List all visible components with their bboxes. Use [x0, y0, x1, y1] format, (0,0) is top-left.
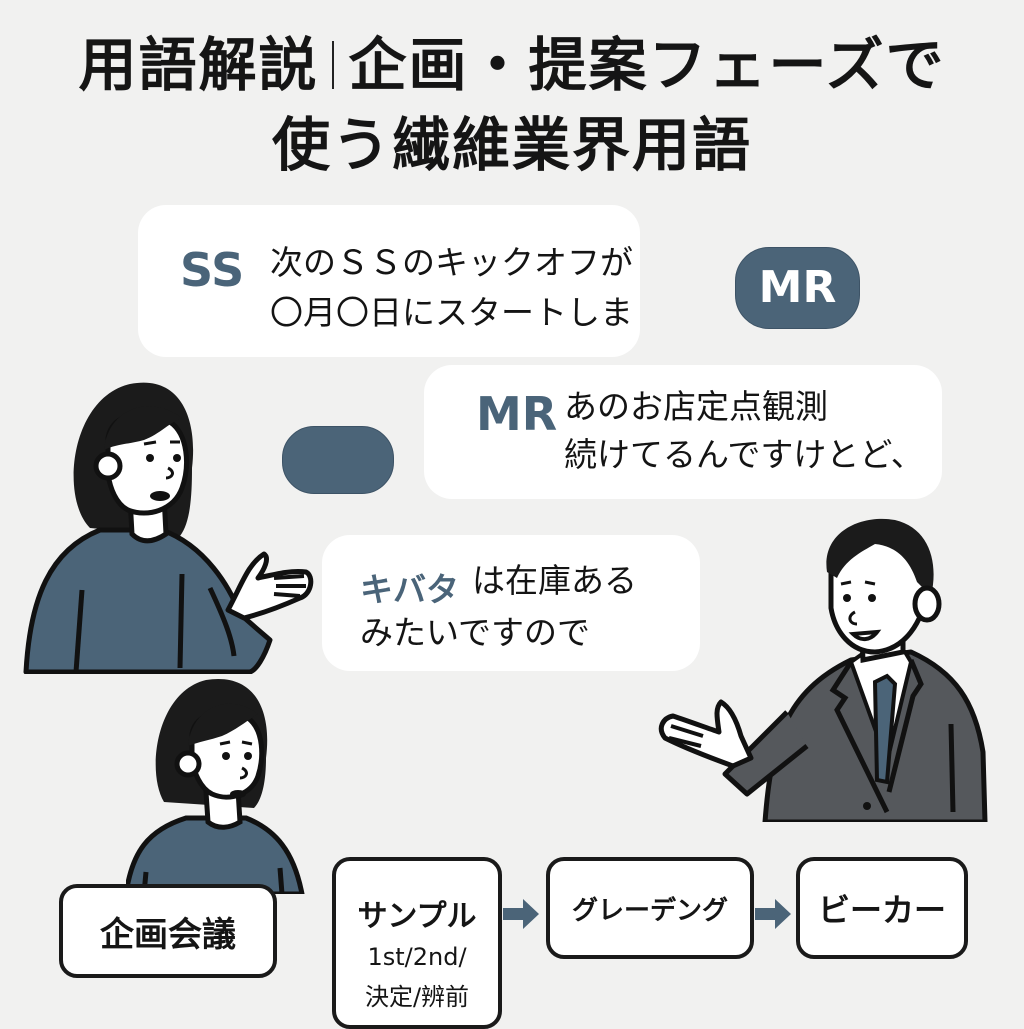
title-separator	[332, 41, 335, 89]
flow-step-label: ビーカー	[817, 891, 946, 929]
mr-badge-label: MR	[758, 262, 837, 313]
flow-step-label: グレーデング	[571, 895, 728, 926]
bubble-line-2: みたいですので	[360, 613, 591, 652]
flow-step-planning-meeting: 企画会議	[59, 884, 277, 978]
mr-badge-bubble: MR	[735, 247, 860, 329]
woman-listener-illustration	[126, 678, 305, 894]
title-right: 企画・提案フェーズで	[348, 31, 946, 99]
bubble-line-1: あのお店定点観測	[564, 387, 828, 426]
arrow-right-icon	[503, 899, 539, 929]
bubble-line-1: 次のＳＳのキックオフが	[270, 243, 633, 282]
woman-presenter-illustration	[23, 382, 314, 674]
speech-bubble-kibata: キバタ は在庫ある みたいですので	[322, 535, 700, 671]
flow-step-sub-1: 1st/2nd/	[367, 943, 467, 971]
flow-step-sample: サンプル 1st/2nd/ 決定/辨前	[332, 857, 502, 1029]
flow-step-grading: グレーデング	[546, 857, 754, 959]
page-title-line-2: 使う繊維業界用語	[271, 111, 752, 179]
flow-step-sub-2: 決定/辨前	[364, 983, 470, 1011]
term-tag-ss: SS	[180, 243, 245, 297]
term-tag-kibata: キバタ	[360, 570, 459, 609]
speech-bubble-ss: SS 次のＳＳのキックオフが 〇月〇日にスタートしま	[138, 205, 640, 357]
bubble-line-1: は在庫ある	[472, 561, 637, 600]
page-title-line-1: 用語解説企画・提案フェーズで	[0, 18, 1024, 102]
businessman-illustration	[658, 518, 988, 822]
bubble-line-2: 〇月〇日にスタートしま	[270, 293, 633, 332]
flow-step-beaker: ビーカー	[796, 857, 968, 959]
speech-bubble-mr: MR あのお店定点観測 続けてるんですけとど、	[424, 365, 942, 499]
arrow-right-icon	[755, 899, 791, 929]
title-left: 用語解説	[78, 31, 319, 99]
flow-step-label: 企画会議	[100, 914, 236, 955]
term-tag-mr: MR	[476, 387, 558, 441]
flow-step-label: サンプル	[357, 899, 477, 934]
empty-speech-bubble	[282, 426, 394, 494]
bubble-line-2: 続けてるんですけとど、	[564, 435, 924, 474]
